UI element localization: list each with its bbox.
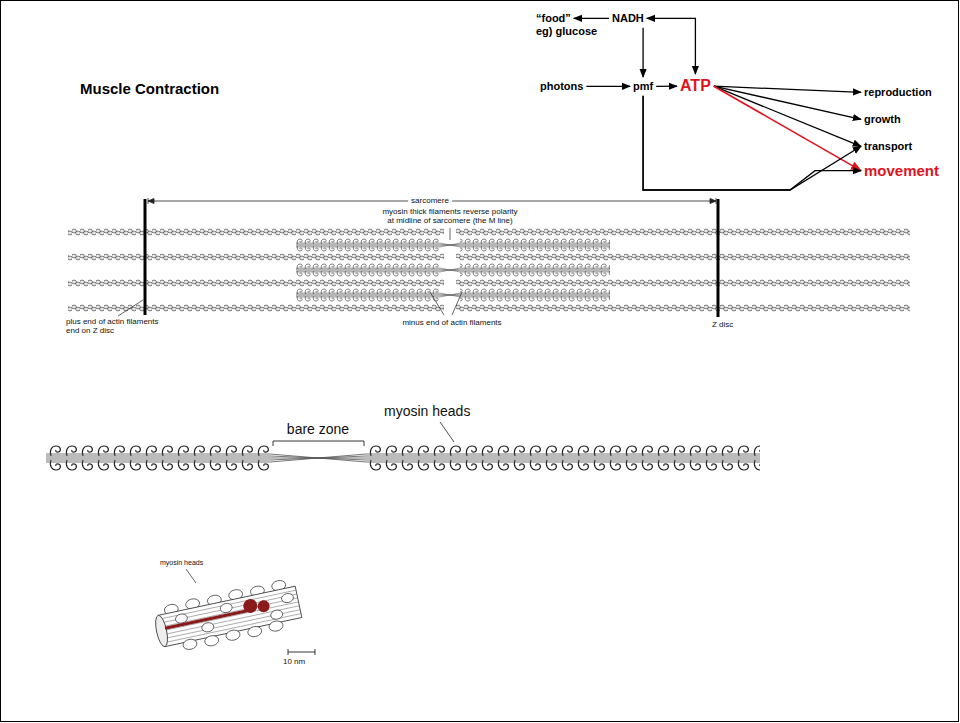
flow-term-text: pmf: [633, 80, 653, 93]
flow-term: pmf: [633, 80, 653, 93]
part-label: myosin heads: [160, 559, 203, 567]
flow-term: movement: [864, 162, 939, 179]
z-disc: [717, 199, 720, 317]
flow-arrow: [574, 18, 609, 19]
flow-term: photons: [540, 80, 583, 93]
part-label: 10 nm: [283, 657, 305, 666]
flow-term-text: photons: [540, 80, 583, 93]
leader-line: [118, 300, 143, 316]
flow-arrow: [714, 86, 861, 119]
part-label: myosin thick filaments reverse polarity …: [381, 208, 520, 226]
thick-filament: [46, 444, 760, 472]
leader-line: [440, 422, 454, 442]
flow-arrow: [642, 28, 643, 77]
part-label: Z disc: [712, 320, 733, 329]
flow-arrow: [647, 18, 696, 74]
flow-term: transport: [864, 140, 912, 153]
flow-term: ATP: [680, 77, 711, 95]
leader-line: [186, 569, 196, 583]
flow-term-text: movement: [864, 162, 939, 179]
flow-arrow: [643, 96, 861, 190]
flow-arrow: [714, 86, 861, 146]
scale-bar: [288, 649, 315, 655]
flow-term: “food”eg) glucose: [536, 12, 597, 37]
part-label: myosin heads: [384, 403, 470, 419]
slide-title: Muscle Contraction: [80, 80, 219, 97]
flow-term: growth: [864, 113, 901, 126]
flow-term: reproduction: [864, 86, 932, 99]
thick-filament-3d: [151, 577, 303, 656]
myosin-thick-filaments: [296, 238, 610, 302]
flow-term-text: eg) glucose: [536, 25, 597, 38]
part-label: sarcomere: [408, 196, 452, 205]
flow-term-text: reproduction: [864, 86, 932, 99]
flow-term: NADH: [612, 12, 644, 25]
flow-term-text: “food”: [536, 12, 571, 25]
leader-line: [450, 228, 451, 240]
flow-term-text: NADH: [612, 12, 644, 25]
flow-arrow: [643, 96, 861, 190]
flow-arrow: [714, 86, 861, 170]
leader-line: [430, 292, 462, 315]
flow-term-text: transport: [864, 140, 912, 153]
actin-filaments: [68, 227, 910, 313]
z-disc: [144, 199, 147, 315]
flow-arrow: [586, 86, 630, 87]
part-label: plus end of actin filaments end on Z dis…: [66, 318, 164, 336]
part-label: bare zone: [287, 421, 349, 437]
bare-zone-bracket: [273, 441, 364, 446]
flow-term-text: ATP: [680, 77, 711, 95]
flow-arrow: [656, 86, 677, 87]
flow-term-text: growth: [864, 113, 901, 126]
part-label: minus end of actin filaments: [402, 318, 501, 327]
